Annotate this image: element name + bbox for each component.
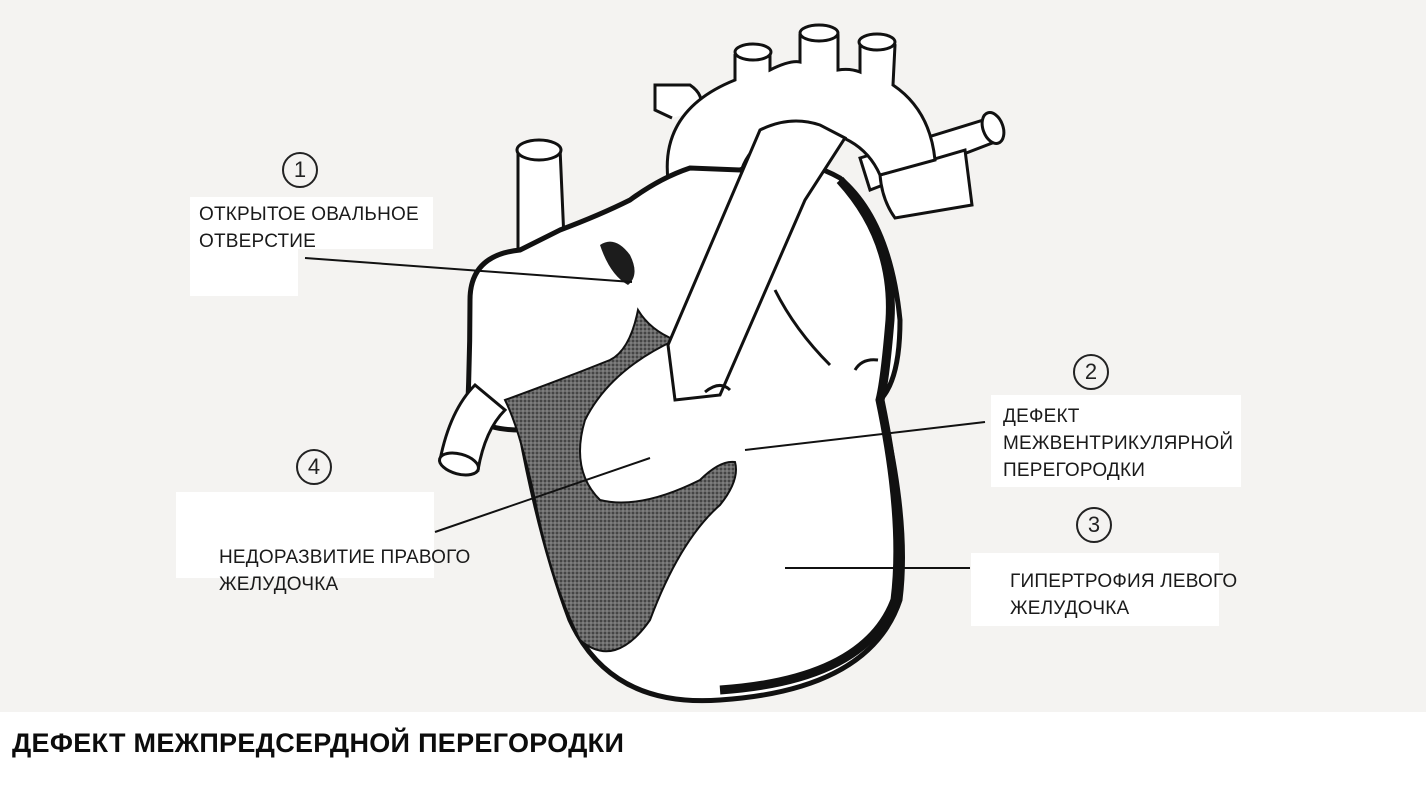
label-open-oval-foramen: ОТКРЫТОЕ ОВАЛЬНОЕ ОТВЕРСТИЕ xyxy=(199,204,419,252)
marker-2: 2 xyxy=(1073,354,1109,390)
label-box-1-tail xyxy=(190,249,298,296)
label-box-4 xyxy=(176,492,434,578)
label-box-3 xyxy=(971,553,1219,626)
marker-4: 4 xyxy=(296,449,332,485)
pointer-lines xyxy=(304,257,986,569)
label-box-2 xyxy=(991,395,1241,487)
atrial-septum xyxy=(600,241,635,285)
pulmonary-trunk xyxy=(666,119,879,402)
title-band xyxy=(0,712,1426,786)
label-right-ventricle-underdevelopment: НЕДОРАЗВИТИЕ ПРАВОГО ЖЕЛУДОЧКА xyxy=(219,547,471,595)
inferior-vena-cava xyxy=(438,382,508,477)
left-ventricle-wall xyxy=(719,176,903,695)
marker-1: 1 xyxy=(282,152,318,188)
right-ventricle-wall xyxy=(503,307,737,653)
aortic-arch xyxy=(653,23,937,244)
marker-3: 3 xyxy=(1076,507,1112,543)
label-left-ventricular-hypertrophy: ГИПЕРТРОФИЯ ЛЕВОГО ЖЕЛУДОЧКА xyxy=(1010,571,1238,619)
label-box-1 xyxy=(190,197,433,249)
page-title: ДЕФЕКТ МЕЖПРЕДСЕРДНОЙ ПЕРЕГОРОДКИ xyxy=(12,728,625,758)
label-ventricular-septal-defect: ДЕФЕКТ МЕЖВЕНТРИКУЛЯРНОЙ ПЕРЕГОРОДКИ xyxy=(1003,406,1234,481)
